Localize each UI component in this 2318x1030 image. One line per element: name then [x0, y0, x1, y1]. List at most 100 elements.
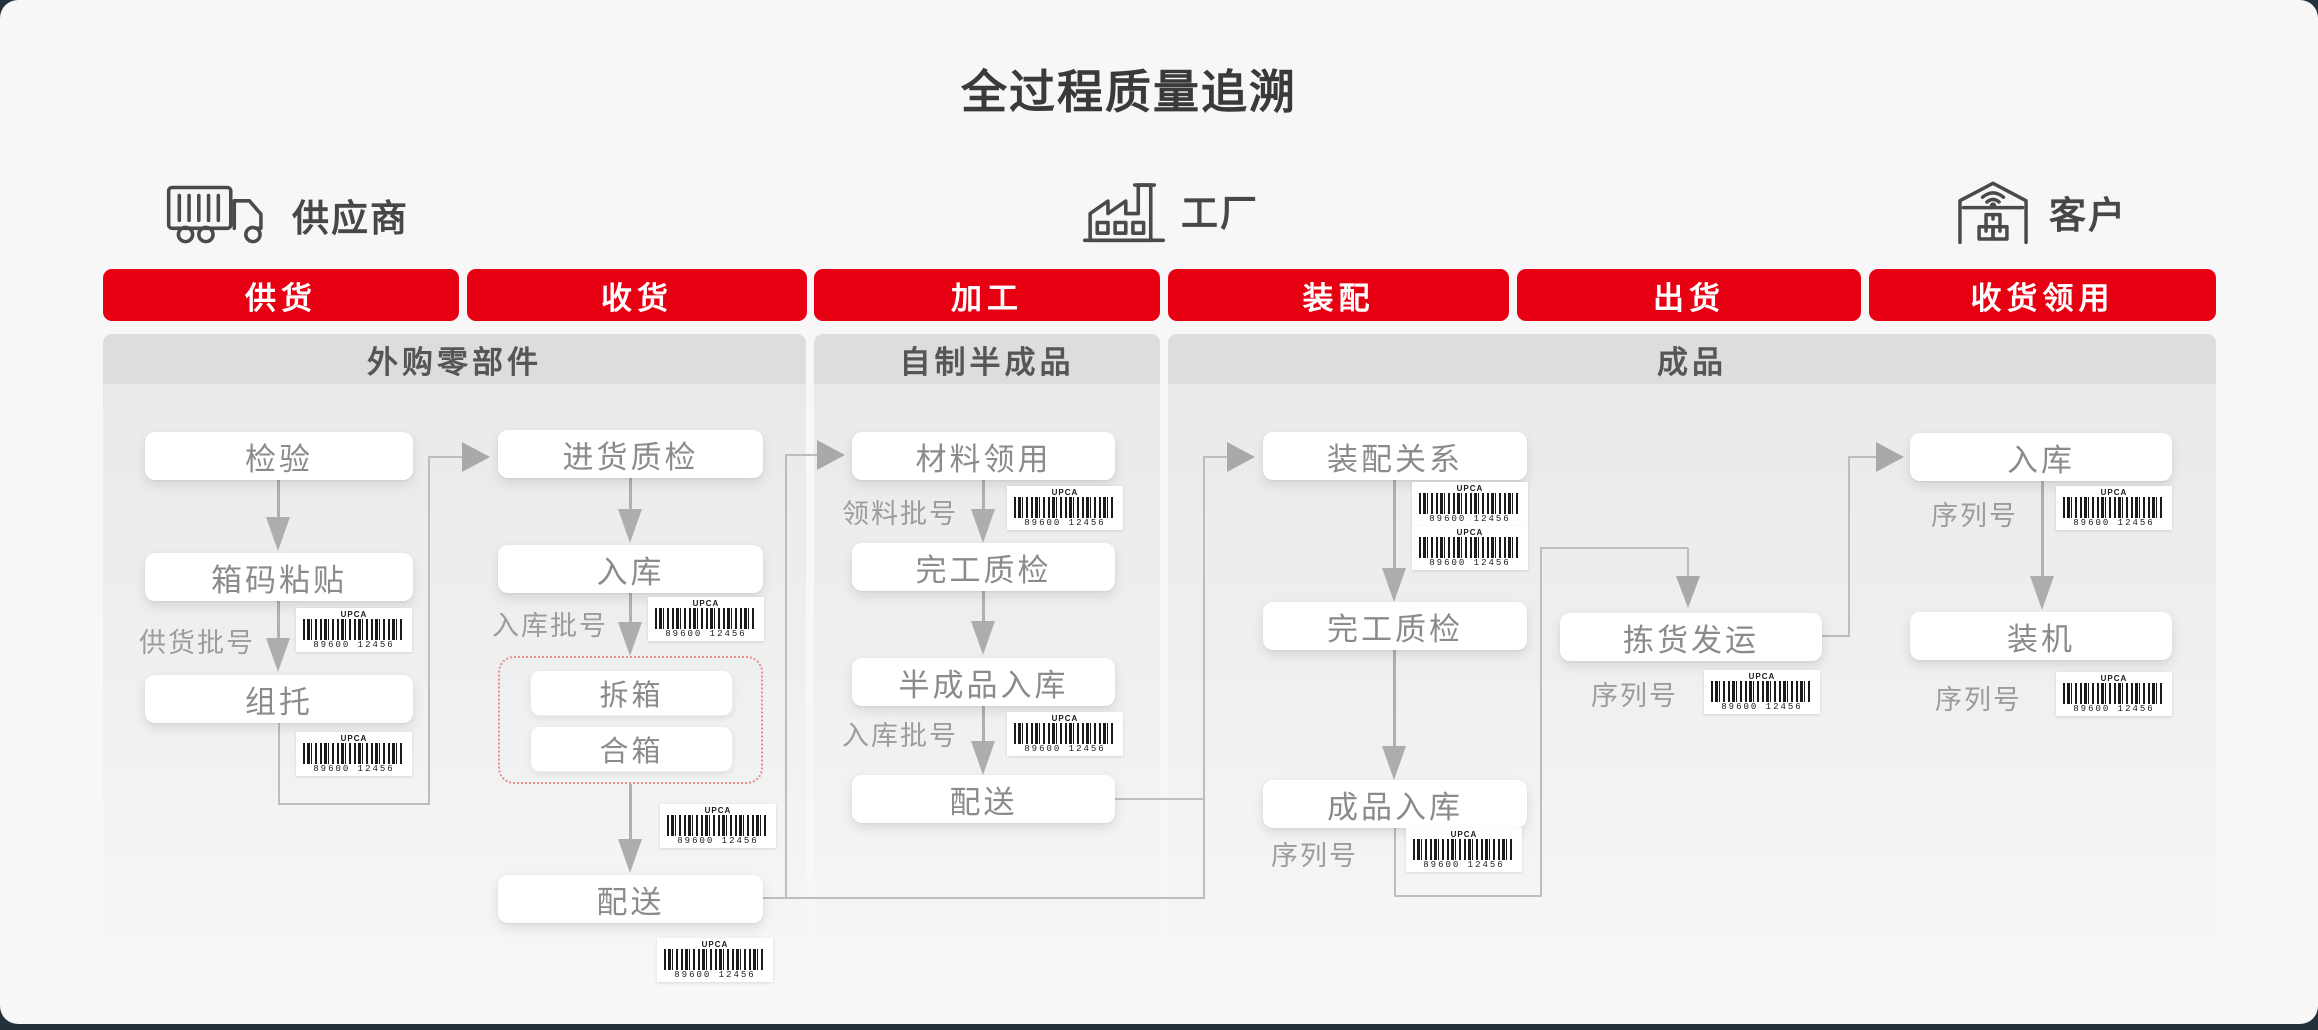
arrow-right-icon	[817, 440, 845, 470]
batch-label-warehouse: 入库批号	[492, 611, 608, 641]
node-semi-finished-warehousing: 半成品入库	[852, 658, 1115, 706]
barcode-bars	[655, 608, 757, 629]
barcode-bars	[1413, 839, 1515, 860]
stage-processing: 加工	[814, 269, 1160, 321]
node-assembly-relation: 装配关系	[1263, 432, 1527, 480]
node-warehousing: 入库	[498, 545, 763, 593]
connector	[1540, 547, 1688, 549]
arrow-down-icon	[266, 601, 290, 672]
arrow-right-icon	[1876, 442, 1904, 472]
barcode-bars	[1711, 681, 1813, 702]
barcode-symbology: UPCA	[2100, 488, 2128, 497]
barcode-symbology: UPCA	[340, 734, 368, 743]
arrow-down-icon	[971, 478, 995, 543]
barcode: UPCA 89600 12456	[660, 804, 776, 848]
connector	[428, 456, 464, 458]
stage-assembly: 装配	[1168, 269, 1509, 321]
stage-receipt-use: 收货领用	[1869, 269, 2216, 321]
node-installation: 装机	[1910, 612, 2172, 660]
barcode-symbology: UPCA	[701, 940, 729, 949]
barcode: UPCA 89600 12456	[1704, 670, 1820, 714]
connector	[1848, 456, 1876, 458]
node-repack: 合箱	[530, 726, 733, 772]
connector	[763, 897, 1205, 899]
barcode-symbology: UPCA	[340, 610, 368, 619]
barcode-symbology: UPCA	[1456, 484, 1484, 493]
arrow-down-icon	[1382, 478, 1406, 602]
barcode-bars	[1014, 723, 1116, 744]
barcode-symbology: UPCA	[2100, 674, 2128, 683]
barcode-digits: 89600 12456	[2073, 518, 2155, 528]
connector	[1540, 548, 1542, 897]
node-picking-shipping: 拣货发运	[1560, 613, 1822, 661]
batch-label-supply: 供货批号	[139, 628, 255, 658]
stage-supply: 供货	[103, 269, 459, 321]
barcode-digits: 89600 12456	[1429, 514, 1511, 524]
unpack-repack-group	[498, 656, 763, 784]
section-header-semi-finished: 自制半成品	[814, 334, 1160, 384]
barcode-bars	[303, 743, 405, 764]
connector	[1115, 798, 1205, 800]
stage-shipment: 出货	[1517, 269, 1861, 321]
node-finished-warehousing: 成品入库	[1263, 780, 1527, 828]
node-delivery-purchased: 配送	[498, 875, 763, 923]
barcode-digits: 89600 12456	[1429, 558, 1511, 568]
barcode-digits: 89600 12456	[677, 836, 759, 846]
barcode-digits: 89600 12456	[665, 629, 747, 639]
connector	[1203, 456, 1227, 458]
node-material-requisition: 材料领用	[852, 432, 1115, 480]
node-delivery-semi: 配送	[852, 775, 1115, 823]
connector	[428, 457, 430, 805]
barcode-bars	[303, 619, 405, 640]
barcode-digits: 89600 12456	[1721, 702, 1803, 712]
factory-icon	[1083, 183, 1165, 243]
serial-label: 序列号	[1935, 685, 2022, 715]
barcode-symbology: UPCA	[1748, 672, 1776, 681]
barcode-digits: 89600 12456	[1024, 518, 1106, 528]
arrow-down-icon	[266, 480, 290, 551]
barcode-digits: 89600 12456	[674, 970, 756, 980]
arrow-right-icon	[462, 442, 490, 472]
barcode-bars	[664, 949, 766, 970]
node-unpack: 拆箱	[530, 670, 733, 716]
barcode: UPCA 89600 12456	[296, 608, 412, 652]
entity-customer-label: 客户	[2049, 195, 2127, 236]
barcode: UPCA 89600 12456	[1412, 482, 1528, 526]
barcode-digits: 89600 12456	[313, 640, 395, 650]
serial-label: 序列号	[1271, 841, 1358, 871]
serial-label: 序列号	[1591, 681, 1678, 711]
barcode-symbology: UPCA	[1051, 714, 1079, 723]
connector	[785, 455, 787, 899]
barcode-digits: 89600 12456	[1423, 860, 1505, 870]
page-title: 全过程质量追溯	[961, 66, 1297, 118]
arrow-down-icon	[2030, 481, 2054, 610]
entity-supplier-label: 供应商	[292, 198, 409, 239]
barcode-symbology: UPCA	[692, 599, 720, 608]
entity-supplier: 供应商	[166, 182, 409, 248]
barcode: UPCA 89600 12456	[657, 938, 773, 982]
connector	[1394, 828, 1396, 897]
barcode-symbology: UPCA	[1456, 528, 1484, 537]
connector	[1822, 635, 1850, 637]
arrow-down-icon	[971, 591, 995, 655]
connector	[278, 803, 430, 805]
node-box-labeling: 箱码粘贴	[145, 553, 413, 601]
node-completion-qc-semi: 完工质检	[852, 543, 1115, 591]
node-incoming-qc: 进货质检	[498, 430, 763, 478]
barcode-symbology: UPCA	[704, 806, 732, 815]
serial-label: 序列号	[1931, 501, 2018, 531]
arrow-down-icon	[618, 593, 642, 656]
arrow-down-icon	[971, 706, 995, 775]
arrow-right-icon	[1227, 442, 1255, 472]
barcode: UPCA 89600 12456	[648, 597, 764, 641]
node-palletizing: 组托	[145, 675, 413, 723]
arrow-down-icon	[618, 478, 642, 543]
barcode-bars	[2063, 497, 2165, 518]
barcode: UPCA 89600 12456	[2056, 486, 2172, 530]
